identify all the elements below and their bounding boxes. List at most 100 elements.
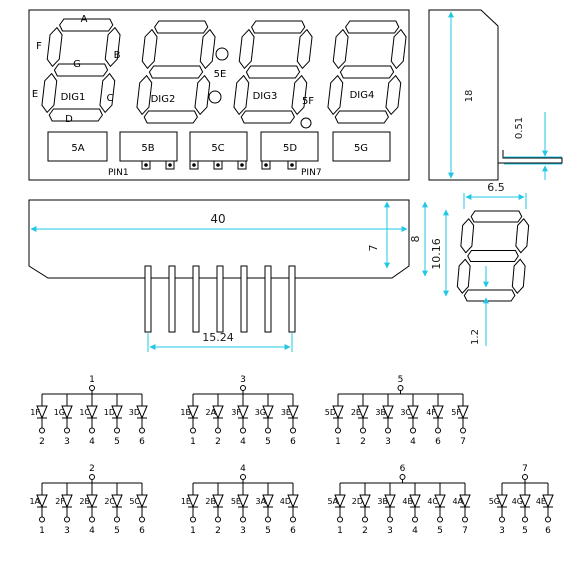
dim-digit-height-label: 10.16 [430,238,443,270]
pin-number-label: 4 [89,526,95,536]
pin-number-label: 1 [190,437,196,447]
common-pin-label: 2 [89,464,95,474]
pin-number-label: 1 [335,437,341,447]
segment-g [245,65,301,79]
bottom-pin [144,265,152,333]
digit-label-4: DIG4 [350,90,375,101]
segment-f [332,28,349,70]
segment-label: 3C [400,408,411,417]
pin-number-label: 4 [89,437,95,447]
diode: 4D6 [280,483,299,536]
diode: 4E6 [536,483,554,536]
dim-segment-width-label: 1.2 [470,329,481,345]
pin-number-label: 3 [499,526,505,536]
digit-label-1: DIG1 [61,92,86,103]
segment-label: 2E [351,408,361,417]
segment-label: 4B [402,497,413,506]
segment-label: 4D [280,497,291,506]
diode: 4A7 [452,483,471,536]
diode: 3C 4 [400,394,419,447]
pin-number-label: 7 [460,437,466,447]
segment-label: 2D [352,497,363,506]
segment-b [199,28,216,70]
segment-label: 1E [181,497,191,506]
diode: 3B 3 [377,483,396,536]
dim-pin-thickness-label: 0.51 [514,117,525,139]
indicator-box-5a [47,131,108,162]
digit-1 [41,18,121,122]
segment-d [463,289,516,302]
segment-d [143,110,198,124]
pin-number-label: 3 [387,526,393,536]
bottom-view: 40 7 8 15.24 [28,199,428,352]
common-pin-label: 3 [240,375,246,385]
diode: 3B3 [375,394,394,447]
pin-pad [165,160,175,170]
segment-letter-c: C [107,93,114,104]
diode: 4C5 [427,483,446,536]
common-pin-label: 4 [240,464,246,474]
segment-e [136,74,153,116]
segment-label: 1C [79,408,90,417]
pin-number-label: 1 [39,526,45,536]
segment-letter-f: F [36,41,42,52]
common-pin-label: 5 [398,375,404,385]
pin-number-label: 5 [265,526,271,536]
segment-a [154,20,209,34]
segment-g [53,63,109,77]
segment-letter-d: D [65,114,73,125]
segment-e [41,72,58,114]
dim-overall-height-label: 8 [409,236,422,243]
segment-label: 1B [180,408,191,417]
digit-label-2: DIG2 [151,94,176,105]
side-view: 18 0.51 [428,9,563,181]
segment-label: 2B [205,497,216,506]
diode: 5C6 [129,483,148,536]
indicator-box-5g [332,131,391,162]
segment-label: 4A [452,497,463,506]
diode: 2E2 [351,394,369,447]
colon-dot-upper [215,47,229,61]
detail-digit-outline [456,210,530,302]
segment-d [48,108,103,122]
diode: 2F3 [55,483,73,536]
segment-g [339,65,395,79]
pin-number-label: 3 [385,437,391,447]
pin1-label: PIN1 [108,168,129,178]
dim-height-label: 18 [464,90,475,103]
pin-number-label: 3 [240,526,246,536]
segment-label: 1A [29,497,40,506]
pin-number-label: 6 [139,437,145,447]
diode: 3F4 [231,394,249,447]
segment-a [251,20,306,34]
digit-2 [136,20,216,124]
diode: 3A5 [255,483,274,536]
segment-label: 3D [129,408,140,417]
diode: 2B4 [79,483,98,536]
segment-label: 3F [231,408,241,417]
diode: 1G3 [54,394,73,447]
pin-number-label: 4 [412,526,418,536]
bottom-pin [168,265,176,333]
segment-label: 3B [377,497,388,506]
segment-c [511,258,526,294]
colon-dot-lower [208,90,222,104]
pin-number-label: 4 [410,437,416,447]
pin-pad [261,160,271,170]
dim-digit-width-label: 6.5 [487,181,505,194]
segment-f [141,28,158,70]
pin-number-label: 6 [435,437,441,447]
common-pin-label: 7 [522,464,528,474]
segment-letter-a: A [81,14,88,25]
pin-number-label: 2 [215,526,221,536]
diode: 5G3 [489,483,508,536]
pin-number-label: 6 [290,437,296,447]
segment-label: 5A [327,497,338,506]
diode: 2A2 [205,394,224,447]
dim-pin-span-label: 15.24 [202,331,234,344]
